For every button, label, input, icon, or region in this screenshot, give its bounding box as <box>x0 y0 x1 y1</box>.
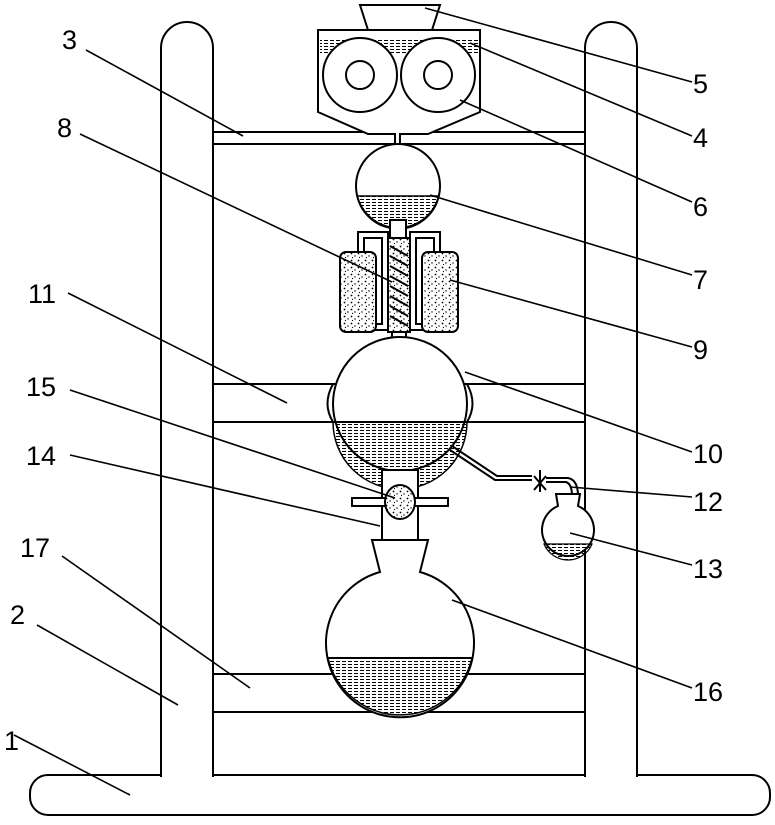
label-15: 15 <box>26 372 56 402</box>
middle-flask <box>328 337 473 489</box>
label-5: 5 <box>693 69 708 99</box>
right-heating-block <box>422 252 458 332</box>
label-14: 14 <box>26 441 56 471</box>
label-3: 3 <box>62 25 77 55</box>
label-8: 8 <box>57 113 72 143</box>
label-13: 13 <box>693 554 723 584</box>
label-7: 7 <box>693 265 708 295</box>
condenser-assembly <box>340 232 458 344</box>
label-4: 4 <box>693 123 708 153</box>
label-2: 2 <box>10 600 25 630</box>
top-flask <box>356 144 440 240</box>
label-6: 6 <box>693 192 708 222</box>
base-plate <box>30 775 770 815</box>
right-post <box>585 22 637 777</box>
label-1: 1 <box>4 726 19 756</box>
left-heating-block <box>340 252 376 332</box>
left-post <box>161 22 213 777</box>
label-9: 9 <box>693 335 708 365</box>
label-10: 10 <box>693 439 723 469</box>
label-16: 16 <box>693 677 723 707</box>
label-12: 12 <box>693 487 723 517</box>
label-17: 17 <box>20 533 50 563</box>
bottom-flask <box>326 540 474 717</box>
label-11: 11 <box>28 279 56 309</box>
